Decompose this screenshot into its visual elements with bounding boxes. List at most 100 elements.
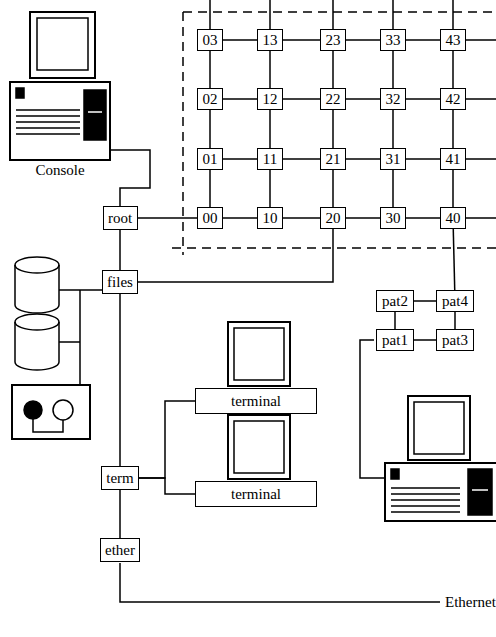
- transputer-box: pat2: [376, 290, 414, 312]
- link-wire: [346, 98, 380, 100]
- link-wire: [119, 230, 121, 270]
- box-label: files: [107, 274, 133, 291]
- box-label: 20: [326, 210, 341, 227]
- transputer-box: 02: [197, 88, 223, 110]
- box-label: 03: [203, 32, 218, 49]
- region-outline: [172, 12, 496, 255]
- transputer-box: 12: [257, 88, 283, 110]
- transputer-box: 31: [380, 148, 406, 170]
- box-label: ether: [105, 542, 135, 559]
- transputer-box: 13: [257, 29, 283, 51]
- link-wire: [223, 98, 257, 100]
- link-wire: [209, 51, 211, 88]
- link-wire: [269, 51, 271, 88]
- device-caption: Console: [34, 162, 85, 179]
- transputer-box: pat4: [436, 290, 474, 312]
- files-box: files: [102, 270, 138, 294]
- transputer-box: pat1: [376, 329, 414, 351]
- link-wire: [119, 490, 121, 538]
- transputer-box: 21: [320, 148, 346, 170]
- transputer-box: 00: [197, 207, 223, 229]
- ether-box: ether: [100, 538, 140, 562]
- terminal-box: terminal: [195, 388, 317, 414]
- link-wire: [406, 158, 440, 160]
- box-label: pat2: [382, 293, 408, 310]
- box-label: 33: [386, 32, 401, 49]
- transputer-box: 32: [380, 88, 406, 110]
- link-wire: [283, 39, 320, 41]
- box-label: 32: [386, 91, 401, 108]
- link-wire: [454, 312, 456, 329]
- transputer-box: 03: [197, 29, 223, 51]
- transputer-box: 40: [440, 207, 466, 229]
- link-wire: [406, 217, 440, 219]
- link-wire: [332, 51, 334, 88]
- box-label: 01: [203, 151, 218, 168]
- link-wire: [406, 39, 440, 41]
- box-label: 22: [326, 91, 341, 108]
- transputer-box: 10: [257, 207, 283, 229]
- link-wire: [209, 170, 211, 207]
- link-wire: [452, 170, 454, 207]
- box-label: 00: [203, 210, 218, 227]
- terminal-box: terminal: [195, 481, 317, 507]
- box-label: terminal: [231, 486, 281, 503]
- host-computer: [385, 396, 496, 521]
- link-wire: [452, 51, 454, 88]
- root-box: root: [103, 206, 138, 230]
- terminal-monitor: [228, 415, 290, 479]
- link-wire: [453, 229, 454, 290]
- box-label: pat4: [442, 293, 468, 310]
- link-wire: [406, 98, 440, 100]
- box-label: 11: [263, 151, 277, 168]
- link-wire: [392, 51, 394, 88]
- link-wire: [452, 110, 454, 148]
- transputer-box: pat3: [436, 329, 474, 351]
- ethernet-cable: [120, 563, 440, 602]
- console-computer: [10, 12, 110, 160]
- link-wire: [346, 217, 380, 219]
- box-label: 43: [446, 32, 461, 49]
- host-wire: [360, 340, 385, 478]
- transputer-box: 01: [197, 148, 223, 170]
- link-wire: [119, 294, 121, 466]
- term-box: term: [101, 466, 139, 490]
- link-wire: [223, 39, 257, 41]
- link-wire: [283, 217, 320, 219]
- link-wire: [283, 98, 320, 100]
- console-wire: [110, 150, 150, 206]
- disk-drive: [15, 314, 59, 370]
- box-label: 42: [446, 91, 461, 108]
- transputer-box: 41: [440, 148, 466, 170]
- box-label: 13: [263, 32, 278, 49]
- link-wire: [414, 300, 436, 302]
- box-label: pat1: [382, 332, 408, 349]
- box-label: term: [106, 470, 134, 487]
- link-wire: [138, 217, 198, 219]
- link-wire: [209, 110, 211, 148]
- link-wire: [223, 217, 257, 219]
- box-label: 02: [203, 91, 218, 108]
- network-caption: Ethernet: [444, 594, 496, 611]
- link-wire: [139, 478, 195, 494]
- box-label: 21: [326, 151, 341, 168]
- box-label: 10: [263, 210, 278, 227]
- link-wire: [332, 110, 334, 148]
- transputer-box: 20: [320, 207, 346, 229]
- terminal-monitor: [228, 322, 290, 386]
- transputer-box: 22: [320, 88, 346, 110]
- disk-drive: [15, 257, 59, 313]
- link-wire: [392, 110, 394, 148]
- link-wire: [269, 170, 271, 207]
- link-wire: [394, 312, 396, 329]
- link-wire: [346, 39, 380, 41]
- link-wire: [392, 170, 394, 207]
- box-label: terminal: [231, 393, 281, 410]
- transputer-box: 33: [380, 29, 406, 51]
- transputer-box: 30: [380, 207, 406, 229]
- transputer-box: 23: [320, 29, 346, 51]
